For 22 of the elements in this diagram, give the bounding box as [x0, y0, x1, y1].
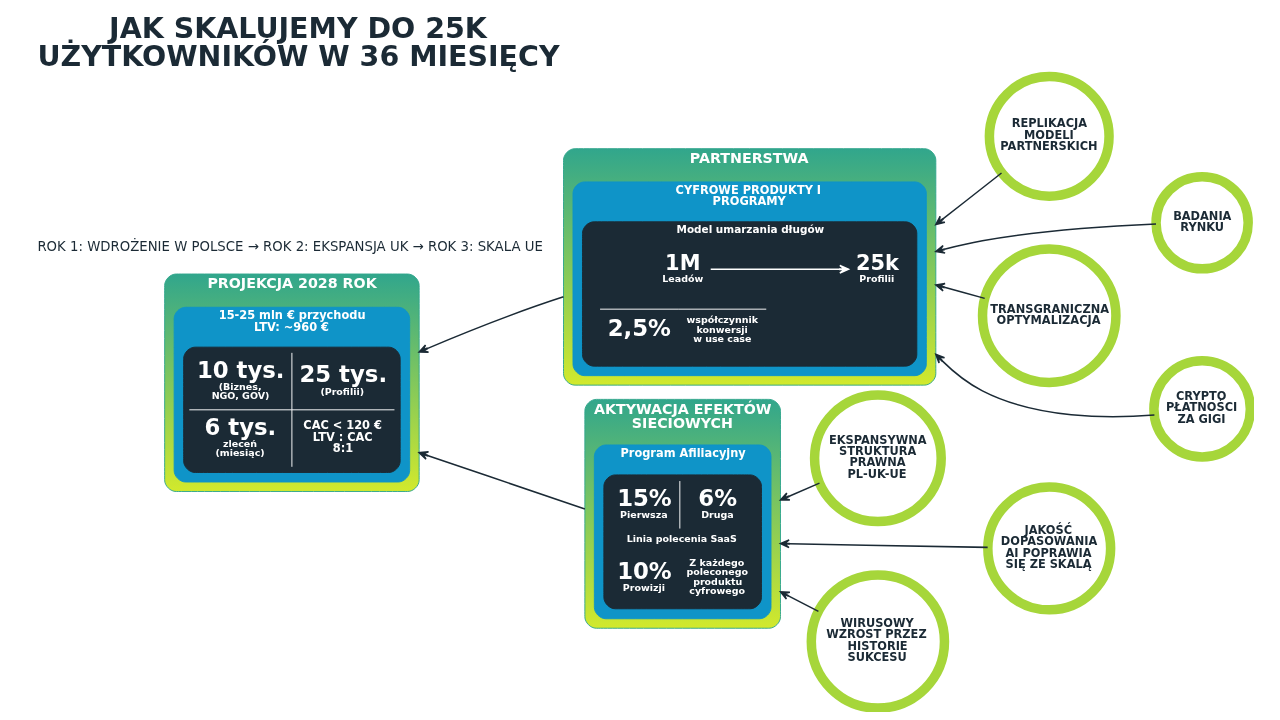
node-circle: CRYPTO PŁATNOŚCI ZA GIGI	[1149, 355, 1254, 462]
diagram-title: JAK SKALUJEMY DO 25K UŻYTKOWNIKÓW W 36 MIESIĘCY	[37, 11, 560, 74]
arrow	[779, 539, 989, 549]
node-circle: BADANIA RYNKU	[1151, 171, 1253, 274]
arrow	[935, 172, 1003, 226]
arrow	[779, 482, 821, 501]
arrow	[935, 353, 1156, 418]
arrow	[935, 223, 1157, 254]
label: ROK 1: WDROŻENIE W POLSCE → ROK 2: EKSPANSJA UK → ROK 3: SKALA UE	[37, 238, 543, 254]
node-circle: TRANSGRANICZNA OPTYMALIZACJA	[977, 244, 1121, 388]
arrow	[418, 296, 565, 353]
node-circle: REPLIKACJA MODELI PARTNERSKICH	[984, 71, 1114, 201]
node-circle: JAKOŚĆ DOPASOWANIA AI POPRAWIA SIĘ ZE SKALĄ	[983, 482, 1116, 615]
node-circle: WIRUSOWY WZROST PRZEZ HISTORIE SUKCESU	[806, 570, 950, 712]
arrow	[418, 451, 586, 510]
arrow	[709, 264, 850, 274]
node-box: 15% Pierwsza 6% Druga Linia polecenia SaaS 10% Prowizji Z każdego poleconego produktu cyfrowego	[603, 474, 762, 610]
arrow	[935, 282, 986, 300]
node-text: 1M Leadów	[662, 250, 704, 284]
arrow	[779, 591, 820, 613]
node-circle: EKSPANSYWNA STRUKTURA PRAWNA PL-UK-UE	[809, 390, 946, 527]
node-text: 25k Profilii	[856, 250, 899, 284]
